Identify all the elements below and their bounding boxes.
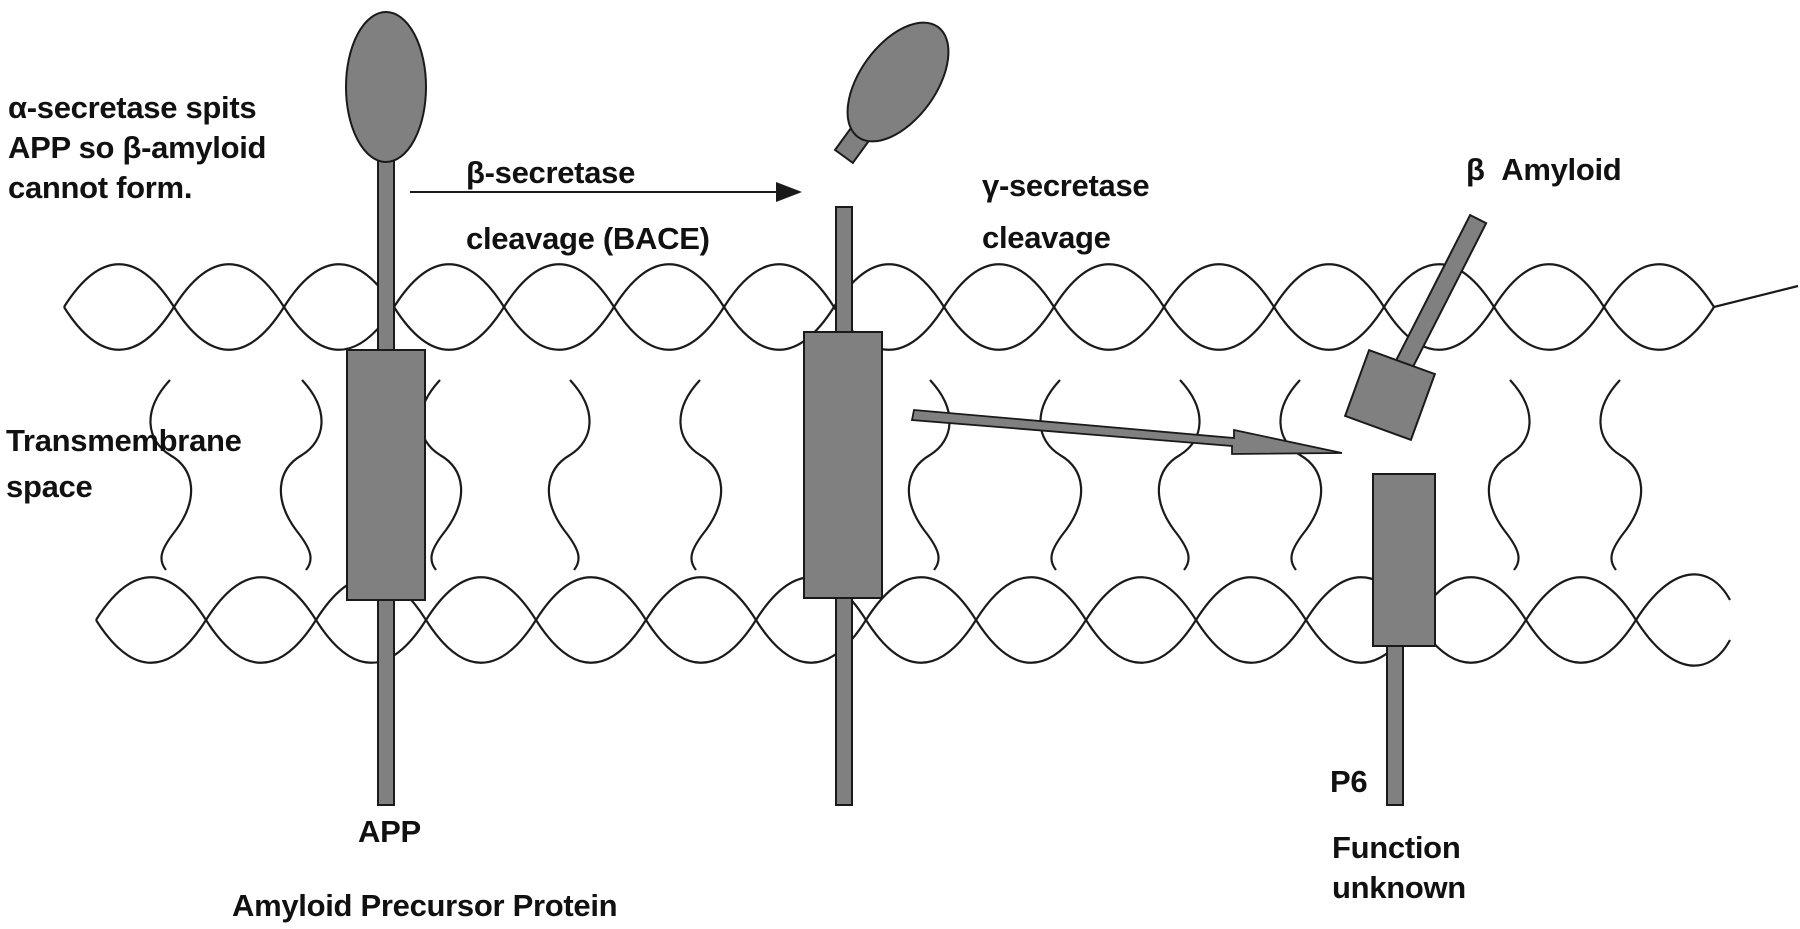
- lipid-tail: [419, 379, 463, 571]
- lipid-tails: [149, 379, 1643, 571]
- app-label: APP: [358, 814, 421, 849]
- c99-fragment: [803, 206, 883, 806]
- function-line-1: Function: [1332, 830, 1461, 865]
- cell-membrane: [63, 263, 1799, 667]
- lipid-tail: [907, 379, 951, 571]
- alpha-note-line-3: cannot form.: [8, 170, 193, 205]
- beta-secretase-label: β-secretase cleavage (BACE): [466, 140, 710, 272]
- upper-membrane-strand-a: [63, 263, 1799, 351]
- p6-fragment: [1372, 473, 1436, 806]
- p6-label: P6: [1330, 764, 1368, 799]
- p6-stalk: [1386, 639, 1404, 806]
- lipid-tail: [1487, 379, 1531, 571]
- lipid-tail: [1279, 379, 1323, 571]
- gamma-secretase-label: γ-secretase cleavage: [982, 160, 1150, 264]
- app-head: [345, 11, 427, 163]
- transmembrane-line-1: Transmembrane: [6, 423, 242, 458]
- alpha-note-line-2: APP so β-amyloid: [8, 130, 267, 165]
- gamma-cleavage-arrow: [910, 409, 1343, 455]
- lower-membrane-strand-b: [95, 576, 1731, 667]
- upper-membrane-strand-b: [63, 263, 1715, 351]
- lipid-tail: [1039, 379, 1083, 571]
- function-line-2: unknown: [1332, 870, 1466, 905]
- transmembrane-line-2: space: [6, 469, 93, 504]
- gamma-label-line-1: γ-secretase: [982, 168, 1150, 203]
- app-transmembrane-domain: [346, 349, 426, 601]
- beta-amyloid-label: β Amyloid: [1466, 152, 1622, 187]
- lipid-tail: [679, 379, 723, 571]
- transmembrane-space-label: Transmembrane space: [6, 418, 242, 510]
- app-protein: [345, 11, 427, 806]
- app-full-name-label: Amyloid Precursor Protein: [232, 888, 618, 923]
- beta-label-line-2: cleavage (BACE): [466, 221, 710, 256]
- lipid-tail: [1157, 379, 1201, 571]
- beta-amyloid-fragment: [1343, 213, 1488, 442]
- alpha-secretase-note: α-secretase spits APP so β-amyloid canno…: [8, 88, 266, 208]
- lipid-tail: [547, 379, 591, 571]
- alpha-note-line-1: α-secretase spits: [8, 90, 257, 125]
- beta-cleavage-arrow: [410, 182, 802, 202]
- function-unknown-label: Function unknown: [1332, 828, 1466, 908]
- lipid-tail: [149, 379, 193, 571]
- p6-transmembrane-domain: [1372, 473, 1436, 647]
- gamma-label-line-2: cleavage: [982, 220, 1111, 255]
- cleaved-ectodomain: [833, 21, 950, 165]
- c99-transmembrane-domain: [803, 331, 883, 599]
- lipid-tail: [279, 379, 323, 571]
- lipid-tail: [1599, 379, 1643, 571]
- beta-label-line-1: β-secretase: [466, 155, 636, 190]
